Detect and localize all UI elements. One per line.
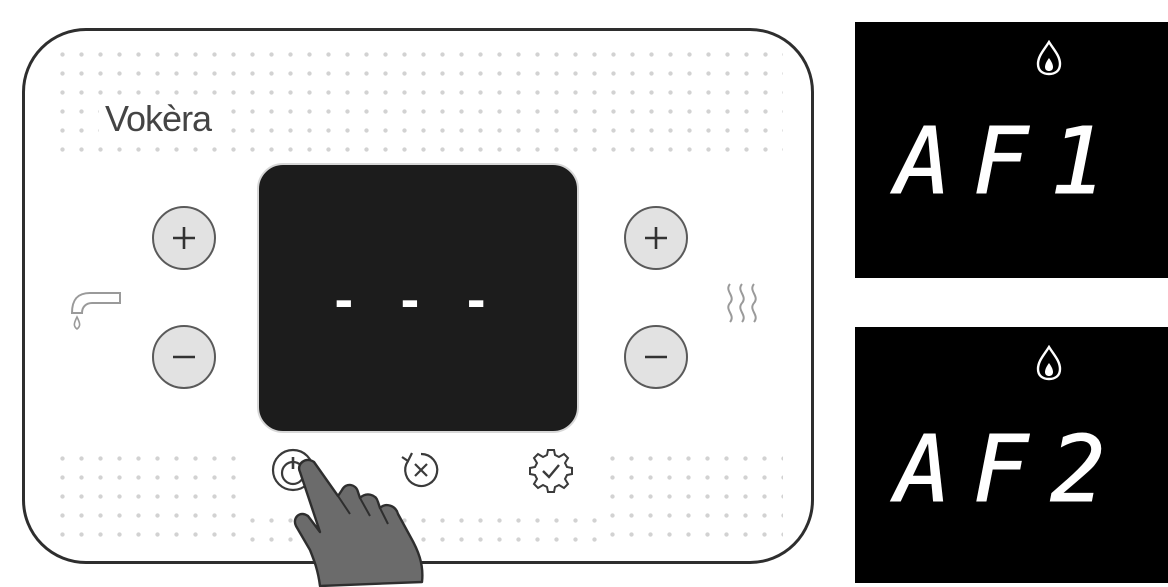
ch-minus-button[interactable] bbox=[624, 325, 688, 389]
tap-icon bbox=[62, 283, 124, 333]
ch-plus-button[interactable] bbox=[624, 206, 688, 270]
display-readout: - - - bbox=[259, 269, 577, 329]
fault-code-af1: AF1 bbox=[855, 112, 1168, 212]
brand-logo: Vokèra bbox=[99, 97, 217, 141]
fault-code-af2: AF2 bbox=[855, 420, 1168, 520]
radiator-heat-icon bbox=[722, 280, 768, 326]
hand-pointer-icon bbox=[290, 452, 440, 587]
dot-texture-bottom-right bbox=[603, 449, 783, 549]
plus-icon bbox=[641, 223, 671, 253]
minus-icon bbox=[641, 342, 671, 372]
settings-icon[interactable] bbox=[528, 447, 574, 493]
dot-texture-bottom-left bbox=[53, 449, 243, 549]
minus-icon bbox=[169, 342, 199, 372]
panel-display: - - - bbox=[257, 163, 579, 433]
plus-icon bbox=[169, 223, 199, 253]
flame-icon bbox=[1036, 345, 1062, 381]
dhw-plus-button[interactable] bbox=[152, 206, 216, 270]
dhw-minus-button[interactable] bbox=[152, 325, 216, 389]
flame-icon bbox=[1036, 40, 1062, 76]
